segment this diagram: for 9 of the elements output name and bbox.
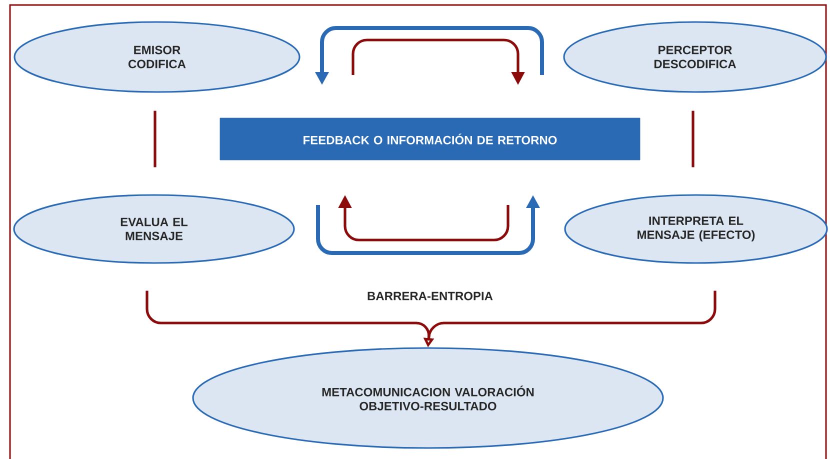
ellipse-node: METACOMUNICACION VALORACIÓN OBJETIVO-RESULTADO <box>192 347 664 449</box>
ellipse-node: INTERPRETA EL MENSAJE (EFECTO) <box>564 194 828 264</box>
ellipse-node: PERCEPTOR DESCODIFICA <box>563 21 827 93</box>
ellipse-node: EMISOR CODIFICA <box>14 21 300 93</box>
bracket-label: BARRERA-ENTROPIA <box>368 292 493 300</box>
feedback-box: FEEDBACK O INFORMACIÓN DE RETORNO <box>220 118 640 160</box>
ellipse-node: EVALUA EL MENSAJE <box>13 194 295 264</box>
connector-line <box>692 110 694 168</box>
connector-line <box>154 110 156 168</box>
